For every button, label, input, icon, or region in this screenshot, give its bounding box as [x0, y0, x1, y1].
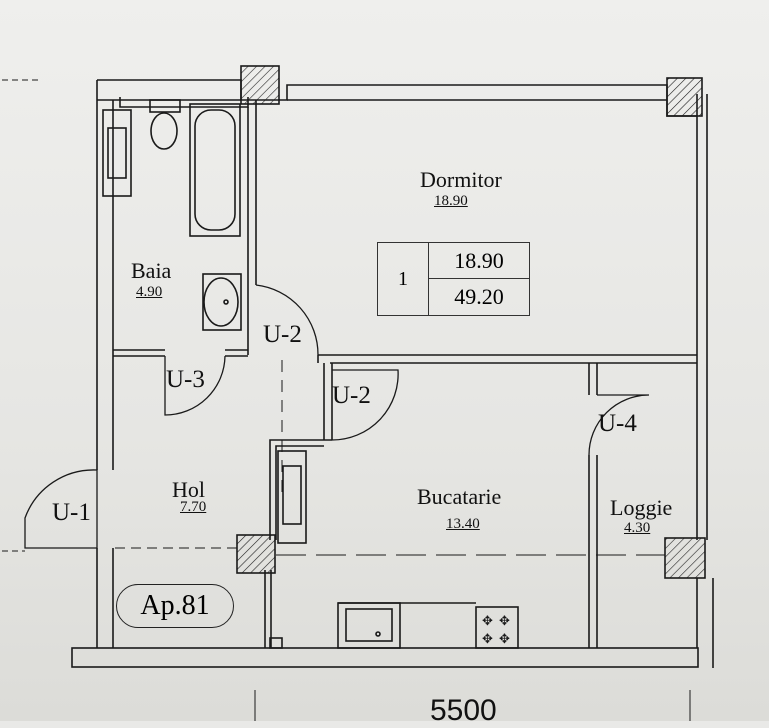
door-label-u2: U-2	[332, 382, 371, 409]
total-area: 49.20	[454, 284, 504, 309]
pillar	[236, 534, 276, 574]
room-name-bucatarie: Bucatarie	[417, 484, 502, 509]
room-area-dormitor: 18.90	[434, 193, 468, 209]
door-label-u2: U-2	[263, 321, 302, 348]
svg-text:✥: ✥	[499, 614, 510, 629]
apartment-label: Ap.81	[116, 584, 234, 628]
svg-text:✥: ✥	[482, 632, 493, 647]
stove-icon: ✥ ✥ ✥ ✥	[482, 614, 510, 647]
living-area: 18.90	[429, 243, 529, 279]
door-label-u4: U-4	[598, 410, 637, 437]
room-area-hol: 7.70	[180, 499, 207, 515]
door-label-u1: U-1	[52, 499, 91, 526]
pillar	[664, 537, 706, 579]
pillar	[240, 65, 280, 105]
room-count: 1	[378, 243, 429, 315]
room-area-loggie: 4.30	[624, 520, 651, 536]
room-name-dormitor: Dormitor	[420, 167, 502, 192]
pillar	[666, 77, 703, 117]
room-name-loggie: Loggie	[610, 495, 673, 520]
svg-text:✥: ✥	[499, 632, 510, 647]
outer-wall-bottom	[71, 647, 699, 668]
area-summary-table: 1 18.90 49.20	[377, 242, 530, 316]
room-area-bucatarie: 13.40	[446, 516, 480, 532]
outer-wall-top	[97, 79, 697, 117]
room-name-baia: Baia	[131, 258, 172, 283]
room-area-baia: 4.90	[136, 284, 163, 300]
svg-text:✥: ✥	[482, 614, 493, 629]
room-name-hol: Hol	[172, 477, 205, 502]
door-label-u3: U-3	[166, 366, 205, 393]
dimension-label: 5500	[430, 694, 497, 727]
